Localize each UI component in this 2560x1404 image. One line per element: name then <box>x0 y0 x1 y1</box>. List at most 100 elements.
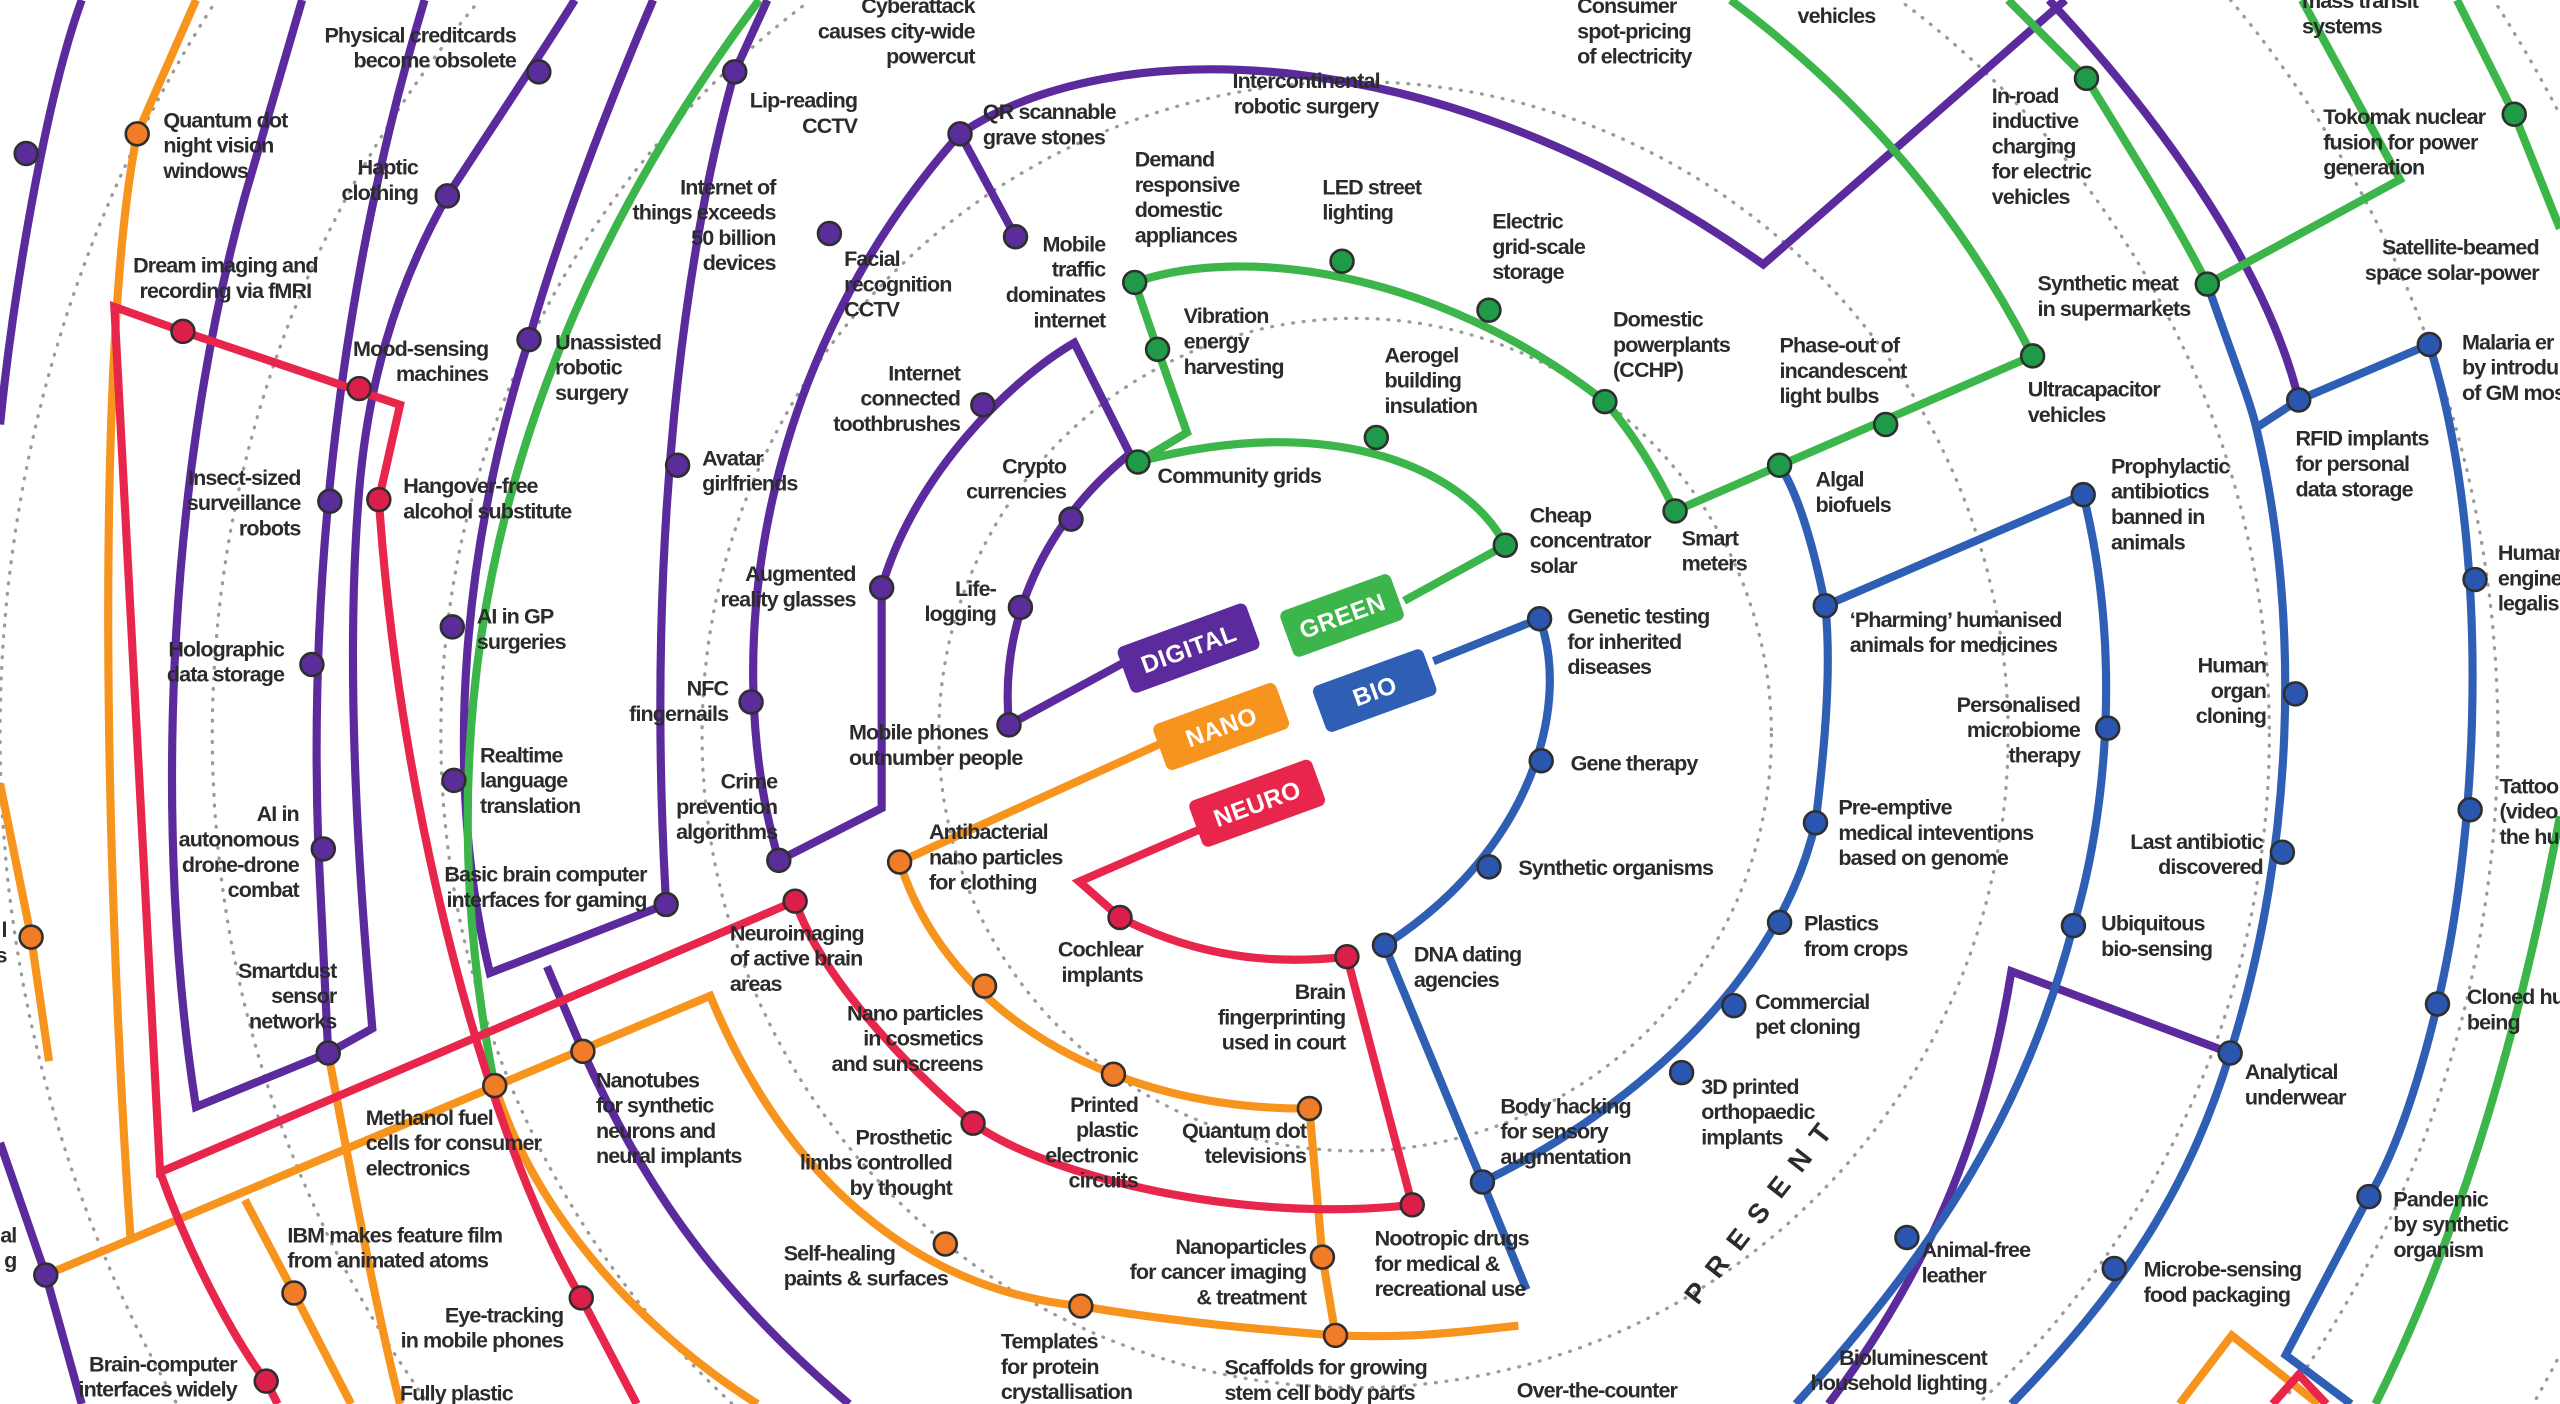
milestone-dot[interactable] <box>18 924 44 950</box>
milestone-dot[interactable] <box>346 375 372 402</box>
milestone-dot[interactable] <box>1526 606 1553 632</box>
milestone-dot[interactable] <box>960 1110 986 1136</box>
milestone-dot[interactable] <box>1121 269 1148 296</box>
milestone-dot[interactable] <box>2217 1040 2243 1066</box>
milestone-dot[interactable] <box>1592 388 1618 415</box>
milestone-dot[interactable] <box>439 614 466 640</box>
milestone-dot[interactable] <box>2070 481 2096 508</box>
milestone-dot[interactable] <box>2356 1183 2382 1210</box>
milestone-dot[interactable] <box>13 140 39 167</box>
milestone-label-line: discovered <box>2158 855 2263 879</box>
milestone-dot[interactable] <box>868 574 895 601</box>
milestone-dot[interactable] <box>124 121 150 147</box>
milestone-dot[interactable] <box>970 392 996 418</box>
milestone-dot[interactable] <box>1100 1061 1127 1087</box>
milestone-dot[interactable] <box>782 888 808 914</box>
milestone-dot[interactable] <box>1068 1293 1094 1319</box>
milestone-label-line: Prosthetic <box>856 1125 953 1149</box>
milestone-dot[interactable] <box>1528 748 1554 774</box>
milestone-dot[interactable] <box>1766 909 1793 936</box>
milestone-dot[interactable] <box>2416 331 2443 358</box>
milestone-dot[interactable] <box>516 326 542 353</box>
milestone-dot[interactable] <box>766 847 792 874</box>
milestone-dot[interactable] <box>1371 932 1398 958</box>
milestone-dot[interactable] <box>1721 992 1747 1019</box>
milestone-dot[interactable] <box>971 973 998 999</box>
milestone-label-line: inductive <box>1992 109 2079 133</box>
milestone-dot[interactable] <box>1107 904 1133 931</box>
milestone-dot[interactable] <box>947 121 973 147</box>
milestone-dot[interactable] <box>570 1038 596 1065</box>
milestone-dot[interactable] <box>315 1040 341 1066</box>
badge-bio[interactable]: BIO <box>1311 647 1438 733</box>
milestone-dot[interactable] <box>317 488 343 514</box>
milestone-dot[interactable] <box>1812 592 1839 619</box>
milestone-dot[interactable] <box>721 59 748 85</box>
milestone-dot[interactable] <box>1894 1224 1920 1251</box>
milestone-dot[interactable] <box>2194 271 2221 297</box>
badge-digital[interactable]: DIGITAL <box>1116 602 1262 695</box>
milestone-dot[interactable] <box>1329 248 1355 274</box>
milestone-dot[interactable] <box>482 1072 508 1099</box>
milestone-dot[interactable] <box>2462 566 2488 593</box>
milestone-dot[interactable] <box>366 486 392 513</box>
milestone-dot[interactable] <box>170 318 196 345</box>
milestone-dot[interactable] <box>2094 715 2121 741</box>
milestone-dot[interactable] <box>816 220 843 247</box>
milestone-dot[interactable] <box>434 183 461 209</box>
milestone-dot[interactable] <box>1007 594 1034 621</box>
milestone-dot[interactable] <box>1296 1095 1323 1122</box>
milestone-dot[interactable] <box>996 712 1022 738</box>
milestone-dot[interactable] <box>299 651 325 678</box>
badge-neuro[interactable]: NEURO <box>1187 758 1326 849</box>
milestone-dot[interactable] <box>1476 854 1502 880</box>
milestone-dot[interactable] <box>1668 1059 1695 1086</box>
milestone-dot[interactable] <box>1662 498 1688 524</box>
milestone-dot[interactable] <box>2019 343 2046 369</box>
milestone-dot[interactable] <box>1802 810 1829 836</box>
badge-nano[interactable]: NANO <box>1151 681 1290 772</box>
milestone-dot[interactable] <box>738 689 764 715</box>
milestone-dot[interactable] <box>33 1262 59 1288</box>
milestone-dot[interactable] <box>1492 532 1519 559</box>
milestone-dot[interactable] <box>653 891 679 918</box>
milestone-dot[interactable] <box>2060 912 2087 939</box>
milestone-dot[interactable] <box>1334 943 1360 970</box>
milestone-dot[interactable] <box>664 452 691 479</box>
milestone-label-line: Templates <box>1001 1329 1099 1353</box>
milestone-dot[interactable] <box>1144 336 1171 363</box>
milestone-dot[interactable] <box>1322 1322 1349 1349</box>
milestone-dot[interactable] <box>1363 424 1390 451</box>
milestone-dot[interactable] <box>2457 797 2483 823</box>
milestone-dot[interactable] <box>1872 411 1899 438</box>
milestone-dot[interactable] <box>1476 297 1502 323</box>
milestone-dot[interactable] <box>310 836 337 862</box>
milestone-dot[interactable] <box>281 1280 307 1306</box>
milestone-dot[interactable] <box>1309 1244 1336 1270</box>
milestone-dot[interactable] <box>1002 223 1029 250</box>
milestone-dot[interactable] <box>1766 452 1793 479</box>
badge-green[interactable]: GREEN <box>1278 572 1405 658</box>
milestone-dot[interactable] <box>2501 101 2527 128</box>
milestone-dot[interactable] <box>886 849 913 875</box>
milestone-dot[interactable] <box>2269 839 2296 865</box>
milestone-dot[interactable] <box>2424 991 2451 1017</box>
milestone-dot[interactable] <box>2282 681 2309 707</box>
milestone-dot[interactable] <box>932 1231 959 1257</box>
milestone-dot[interactable] <box>2101 1255 2127 1282</box>
milestone-dot[interactable] <box>2285 387 2312 413</box>
milestone-dot[interactable] <box>568 1285 594 1311</box>
milestone-label-line: neural implants <box>596 1144 743 1168</box>
milestone-dot[interactable] <box>1058 506 1084 532</box>
milestone-dot[interactable] <box>441 767 467 794</box>
milestone-dot[interactable] <box>1469 1169 1496 1195</box>
milestone-dot[interactable] <box>1399 1192 1425 1218</box>
milestone-dot[interactable] <box>1125 449 1151 475</box>
milestone-dot[interactable] <box>253 1368 279 1394</box>
milestone-dot[interactable] <box>526 59 552 85</box>
milestone-dot[interactable] <box>2073 65 2100 92</box>
